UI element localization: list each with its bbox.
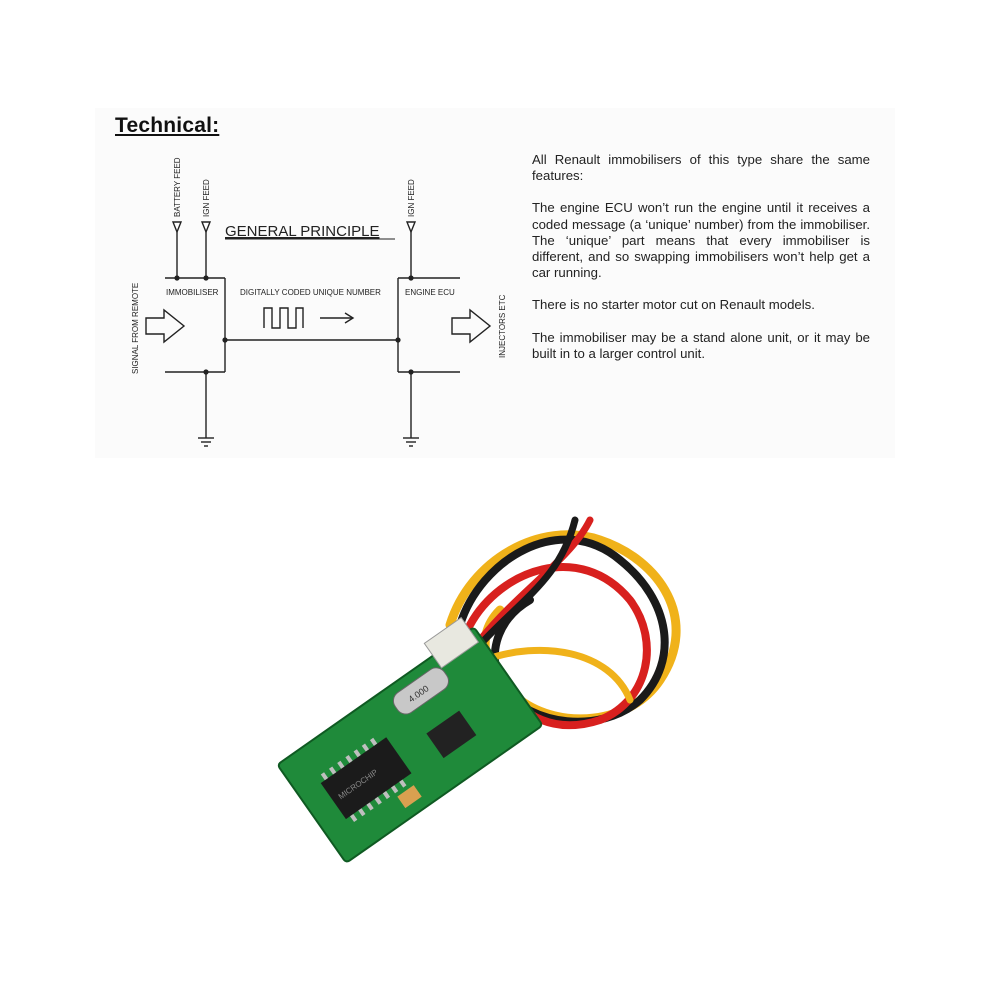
signal-from-remote-label: SIGNAL FROM REMOTE [131,283,140,374]
technical-panel [95,108,895,458]
crystal [392,667,450,715]
signal-input-arrow-icon [145,308,186,344]
coded-signal-arrow-icon [344,312,355,324]
description-paragraph: All Renault immobilisers of this type sh… [532,152,870,184]
description-text: All Renault immobilisers of this type sh… [532,152,870,378]
driver-chip [426,710,477,759]
capacitor [397,785,422,809]
battery-feed-arrow [171,221,183,234]
connector [423,616,480,669]
description-paragraph: There is no starter motor cut on Renault… [532,297,815,313]
wire-red [466,563,651,730]
immobiliser-label: IMMOBILISER [166,288,219,297]
ign-feed-right-arrow [405,221,417,234]
description-paragraph: The engine ECU won’t run the engine unti… [532,200,870,281]
ign-feed-left-label: IGN FEED [202,179,211,217]
ign-feed-left-arrow [200,221,212,234]
pcb-board: 4.000 MICROCHIP [277,616,543,863]
engine-ecu-label: ENGINE ECU [405,288,455,297]
coded-number-label: DIGITALLY CODED UNIQUE NUMBER [240,288,381,297]
general-principle-title: GENERAL PRINCIPLE [225,223,380,240]
injectors-etc-label: INJECTORS ETC [498,294,507,358]
description-paragraph: The immobiliser may be a stand alone uni… [532,329,870,361]
ign-feed-right-label: IGN FEED [407,179,416,217]
pulse-train-icon [263,307,304,329]
technical-heading: Technical: [115,114,220,137]
injectors-output-arrow-icon [451,308,492,344]
battery-feed-label: BATTERY FEED [173,157,182,217]
microchip [320,737,412,820]
